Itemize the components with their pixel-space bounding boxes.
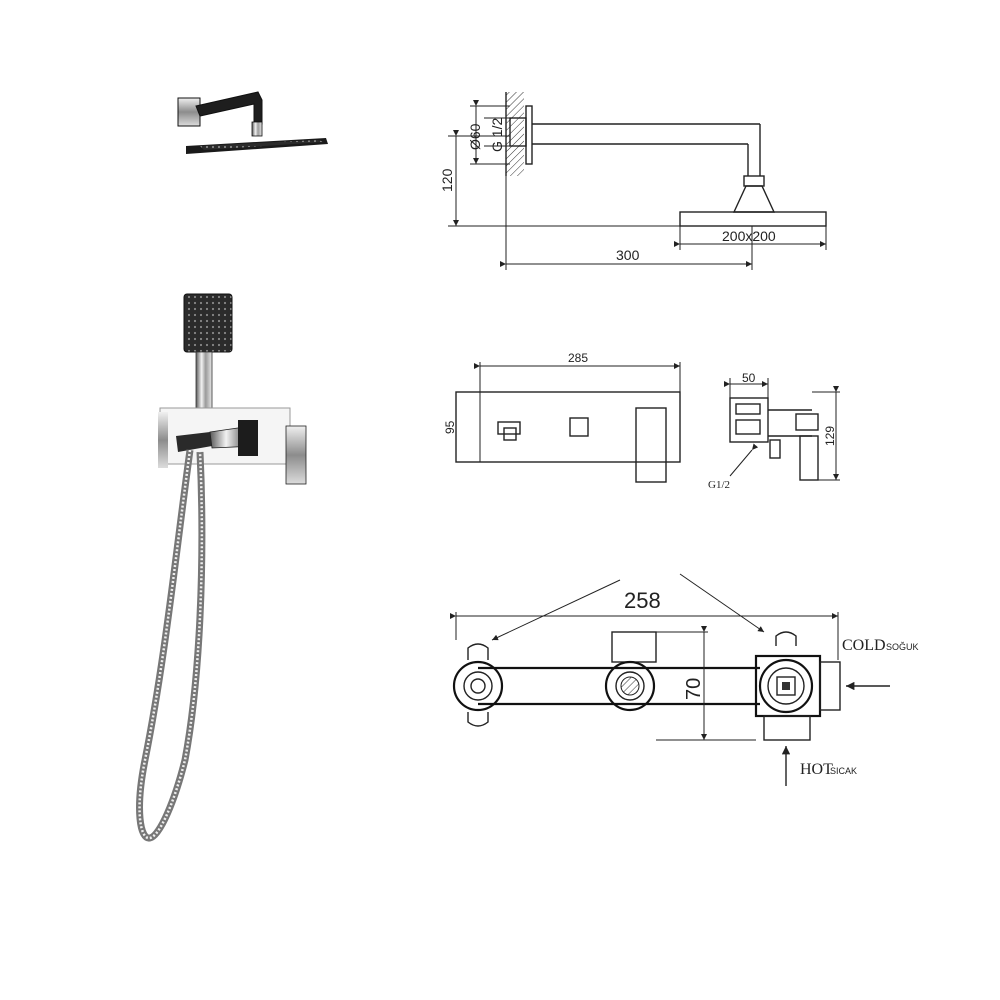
side-depth-dim: 50 <box>742 371 756 385</box>
concealed-body-drawing: 258 70 COLD SOĞUK HOT SICAK <box>450 573 919 786</box>
overhead-shower-drawing: Ø60 G 1/2 120 200x200 300 <box>439 92 827 270</box>
hot-sublabel: SICAK <box>830 766 857 776</box>
overhead-thread-dim: G 1/2 <box>489 118 505 152</box>
overhead-shower-photo <box>177 91 328 154</box>
mixer-side-drawing: 50 129 G1/2 <box>708 371 840 491</box>
hand-shower-mixer-photo <box>136 293 307 842</box>
body-height-dim: 70 <box>683 678 705 700</box>
overhead-diameter-dim: Ø60 <box>467 123 483 150</box>
mixer-height-dim: 95 <box>443 420 457 434</box>
side-thread-dim: G1/2 <box>708 479 730 491</box>
mixer-front-drawing: 285 95 <box>443 351 681 483</box>
overhead-height-dim: 120 <box>439 168 455 192</box>
hot-label: HOT <box>800 761 833 778</box>
side-height-dim: 129 <box>823 426 837 446</box>
cold-label: COLD <box>842 637 886 654</box>
cold-sublabel: SOĞUK <box>886 642 919 652</box>
mixer-width-dim: 285 <box>568 351 588 365</box>
overhead-head-size-dim: 200x200 <box>722 228 776 244</box>
body-width-dim: 258 <box>624 588 661 613</box>
overhead-arm-length-dim: 300 <box>616 247 640 263</box>
